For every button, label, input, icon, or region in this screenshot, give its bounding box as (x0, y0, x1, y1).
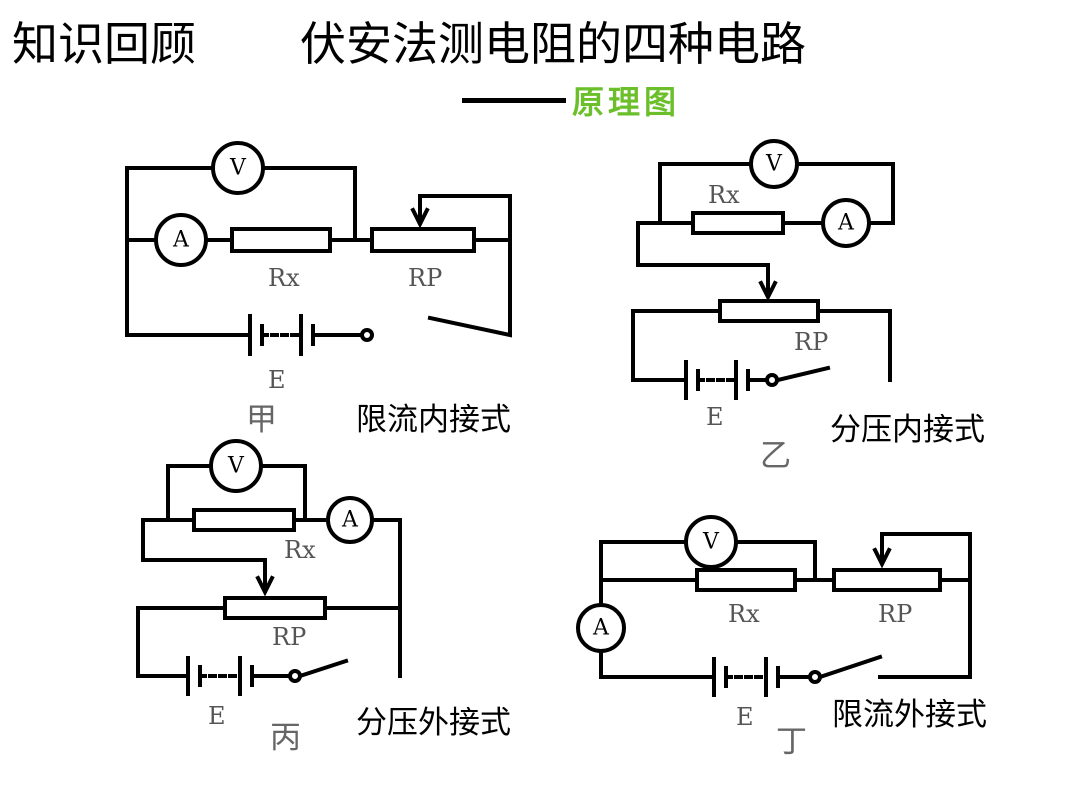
wires (599, 532, 972, 680)
page-title: 伏安法测电阻的四种电路 (300, 17, 806, 71)
rheostat-rp (370, 227, 476, 253)
subtitle-row: 原理图 (462, 80, 681, 121)
voltmeter-label: V (229, 156, 247, 181)
source-label: E (706, 403, 724, 431)
slider-arrow (410, 207, 430, 229)
switch-pivot (360, 328, 374, 342)
rheostat-rp (223, 596, 327, 620)
voltmeter (209, 439, 263, 493)
figure-label: 甲 (246, 402, 277, 438)
circuit-ding: V A Rx RP E 丁 限流外接式 (576, 515, 987, 760)
wires (125, 166, 512, 338)
rx-label: Rx (728, 600, 760, 628)
resistor-rx (691, 211, 785, 235)
rx-label: Rx (268, 264, 300, 292)
switch-pivot (808, 670, 822, 684)
slider-arrow (255, 575, 275, 597)
rx-label: Rx (708, 181, 740, 209)
voltmeter-label: V (227, 454, 245, 479)
ammeter (821, 198, 871, 248)
wires (631, 162, 895, 383)
subtitle-dash (462, 97, 566, 103)
battery (684, 360, 770, 400)
rheostat-rp (718, 299, 820, 323)
switch-pivot (765, 373, 779, 387)
slider-arrow (758, 280, 778, 302)
circuit-jia: V A Rx RP E 甲 限流内接式 (125, 141, 512, 438)
voltmeter (684, 515, 738, 569)
rp-label: RP (794, 328, 828, 356)
circuit-caption: 分压内接式 (830, 412, 985, 448)
source-label: E (736, 703, 754, 731)
circuit-yi: V A Rx RP E 乙 分压内接式 (631, 139, 985, 474)
ammeter-label: A (837, 211, 855, 236)
ammeter-label: A (341, 508, 359, 533)
figure-label: 丁 (776, 724, 807, 760)
voltmeter (211, 141, 265, 195)
ammeter (154, 213, 208, 267)
voltmeter-label: V (765, 152, 783, 177)
figure-label: 丙 (270, 720, 301, 756)
battery (248, 314, 315, 356)
battery (712, 657, 812, 697)
wires (136, 464, 402, 679)
rp-label: RP (878, 600, 912, 628)
section-label: 知识回顾 (12, 17, 196, 71)
voltmeter (749, 139, 799, 189)
rp-label: RP (408, 264, 442, 292)
ammeter-label: A (172, 228, 190, 253)
battery (186, 656, 292, 696)
rx-label: Rx (284, 536, 316, 564)
circuit-caption: 限流内接式 (356, 402, 511, 438)
source-label: E (268, 366, 286, 394)
circuit-caption: 限流外接式 (832, 697, 987, 733)
circuit-bing: V A Rx RP E 丙 分压外接式 (136, 439, 511, 756)
ammeter (326, 496, 374, 544)
resistor-rx (230, 227, 332, 253)
circuit-caption: 分压外接式 (356, 705, 511, 741)
ammeter (576, 603, 626, 653)
rp-label: RP (272, 623, 306, 651)
figure-label: 乙 (760, 438, 791, 474)
resistor-rx (192, 508, 296, 532)
subtitle: 原理图 (572, 83, 681, 121)
ammeter-label: A (592, 616, 610, 641)
switch-pivot (288, 669, 302, 683)
resistor-rx (695, 568, 797, 592)
voltmeter-label: V (702, 530, 720, 555)
rheostat-rp (832, 568, 942, 592)
slider-arrow (872, 547, 892, 569)
source-label: E (208, 702, 226, 730)
